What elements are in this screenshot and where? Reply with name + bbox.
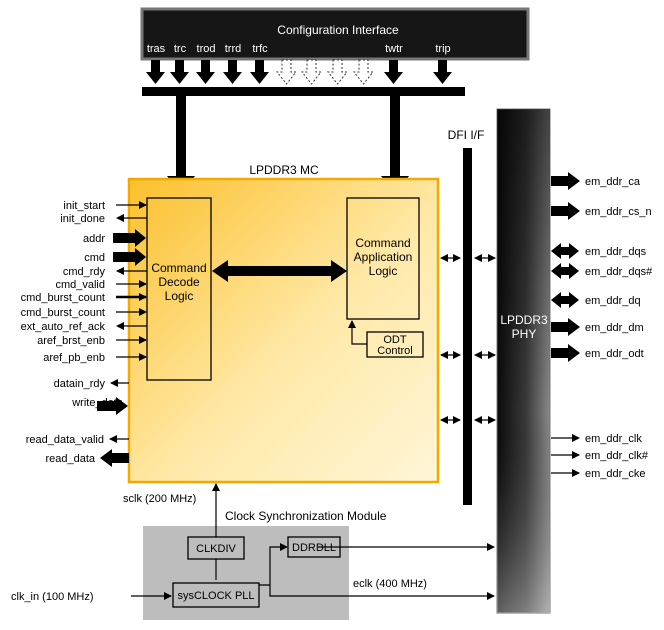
right-signals: em_ddr_ca em_ddr_cs_n em_ddr_dqs em_ddr_… [551,172,653,480]
decode-line-3: Logic [165,289,194,303]
sig-em-ddr-cs-n: em_ddr_cs_n [585,206,652,218]
arrow-trfc [250,60,269,84]
sig-cmd-valid: cmd_valid [55,279,105,291]
clk-in-label: clk_in (100 MHz) [11,591,94,603]
arrow-tras [146,60,165,84]
clkdiv-block: CLKDIV [187,536,245,560]
dfi-label: DFI I/F [448,128,485,142]
sig-datain-rdy: datain_rdy [54,378,106,390]
dashed-arrow-2 [300,59,323,85]
arrow-trod [196,60,215,84]
sig-read-data-valid: read_data_valid [26,434,104,446]
odt-line-1: ODT [383,334,407,346]
sysclock-pll-block: sysCLOCK PLL [172,582,260,608]
sig-aref-pb-enb: aref_pb_enb [43,352,105,364]
config-param-arrows [146,60,452,84]
clock-wiring [131,483,495,600]
sig-cmd-burst-count-2: cmd_burst_count [21,307,105,319]
arrow-trip [433,60,452,84]
left-signals: init_start init_done addr cmd cmd_rdy cm… [21,200,147,467]
clock-sync-module [143,526,349,620]
dashed-arrow-1 [275,59,298,85]
odt-line-2: Control [377,345,412,357]
sig-em-ddr-clk: em_ddr_clk [585,433,642,445]
param-trrd: trrd [225,43,242,55]
application-line-2: Application [354,250,413,264]
dfi-bus [463,148,472,505]
arrow-twtr [384,60,403,84]
lpddr3-phy: LPDDR3 PHY [496,108,551,614]
clock-module-title: Clock Synchronization Module [225,509,387,523]
svg-text:sysCLOCK PLL: sysCLOCK PLL [177,590,254,602]
sig-em-ddr-dq: em_ddr_dq [585,295,641,307]
sig-em-ddr-dm: em_ddr_dm [585,322,644,334]
eclk-label: eclk (400 MHz) [353,578,427,590]
dfi-links [440,254,496,424]
svg-text:DDRDLL: DDRDLL [292,542,336,554]
arrow-trrd [223,60,242,84]
odt-control: ODT Control [348,320,424,358]
command-decode-logic: Command Decode Logic [146,197,212,381]
sig-init-start: init_start [63,200,105,212]
sig-read-data: read_data [45,453,95,465]
sig-em-ddr-ca: em_ddr_ca [585,176,641,188]
sig-aref-brst-enb: aref_brst_enb [37,335,105,347]
param-trc: trc [174,43,187,55]
sig-cmd-burst-count-1: cmd_burst_count [21,292,105,304]
sig-ext-auto-ref-ack: ext_auto_ref_ack [21,321,106,333]
command-application-logic: Command Application Logic [346,197,420,320]
application-line-1: Command [355,236,410,250]
decode-line-2: Decode [158,275,200,289]
sig-em-ddr-cke: em_ddr_cke [585,468,646,480]
sig-cmd-rdy: cmd_rdy [63,266,106,278]
arrow-trc [170,60,189,84]
ddrdll-block: DDRDLL [287,536,341,558]
bus-to-decode-arrow [167,96,195,195]
sig-em-ddr-odt: em_ddr_odt [585,348,644,360]
config-dashed-arrows [275,59,375,85]
dashed-arrow-3 [326,59,349,85]
decode-application-link [212,260,347,282]
configuration-interface: Configuration Interface tras trc trod tr… [140,7,530,61]
param-trfc: trfc [252,43,268,55]
phy-line-2: PHY [512,327,537,341]
param-trip: trip [435,43,450,55]
phy-line-1: LPDDR3 [500,313,548,327]
config-bus [142,87,465,96]
lpddr3-mc-block [127,177,440,484]
param-twtr: twtr [385,43,403,55]
param-trod: trod [197,43,216,55]
sig-em-ddr-clk-n: em_ddr_clk# [585,450,649,462]
sig-init-done: init_done [60,213,105,225]
bus-to-application-arrow [381,96,409,195]
config-interface-title: Configuration Interface [277,23,399,37]
dashed-arrow-4 [352,59,375,85]
sig-cmd: cmd [84,252,105,264]
param-tras: tras [147,43,166,55]
svg-text:CLKDIV: CLKDIV [196,543,236,555]
sclk-label: sclk (200 MHz) [123,493,196,505]
sig-em-ddr-dqs: em_ddr_dqs [585,246,647,258]
sig-em-ddr-dqs-n: em_ddr_dqs# [585,266,653,278]
decode-line-1: Command [151,261,206,275]
sig-addr: addr [83,233,105,245]
odt-feedback-line [348,320,367,345]
mc-title: LPDDR3 MC [249,163,319,177]
application-line-3: Logic [369,264,398,278]
